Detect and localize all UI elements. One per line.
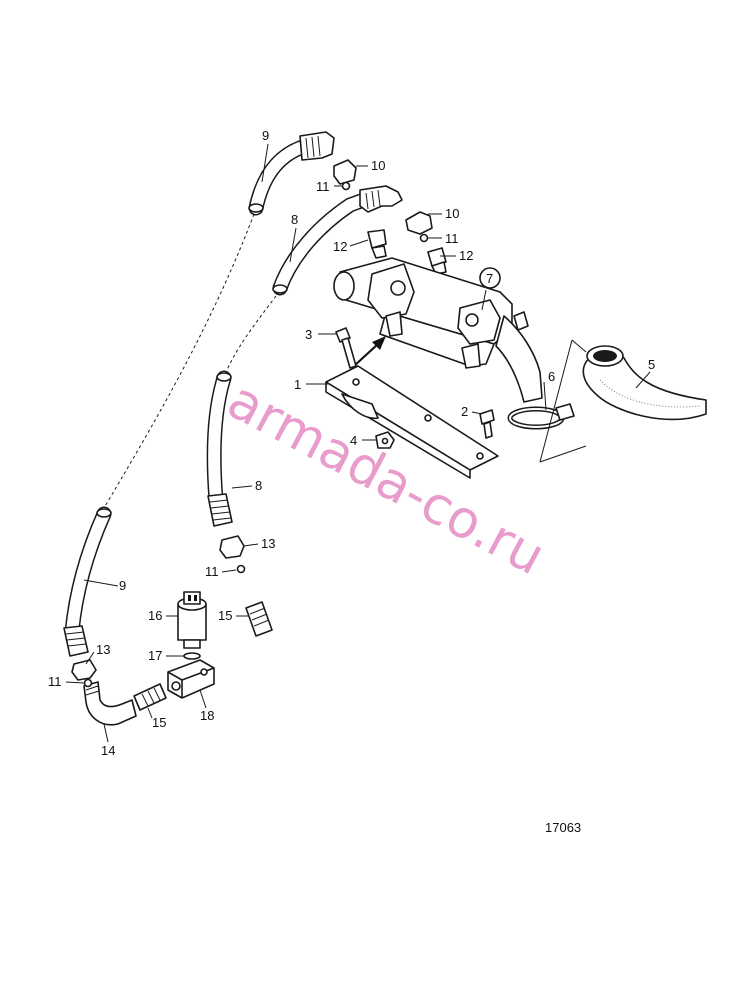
hose-clamp [507, 403, 575, 430]
callout-2: 2 [461, 404, 468, 419]
callout-11-right: 11 [445, 231, 459, 246]
nipple-15-right [245, 601, 273, 637]
pressure-sender-16 [177, 591, 207, 649]
hose-9-lower [63, 506, 112, 657]
callout-17: 17 [148, 648, 162, 663]
callout-9-top: 9 [262, 128, 269, 143]
callout-3: 3 [305, 327, 312, 342]
callout-14: 14 [101, 743, 115, 758]
nut-10-left [333, 159, 357, 191]
nut-13-left [71, 659, 97, 681]
callout-12-right: 12 [459, 248, 473, 263]
callout-16: 16 [148, 608, 162, 623]
callout-15-lower: 15 [152, 715, 166, 730]
callout-13-right: 13 [261, 536, 275, 551]
callout-11-top: 11 [316, 179, 330, 194]
callout-8-lower: 8 [255, 478, 262, 493]
hose-9-upper [248, 131, 335, 216]
hose-8-upper [272, 185, 403, 296]
callout-10-top: 10 [371, 158, 385, 173]
mounting-bracket [325, 365, 499, 479]
t-block-18 [167, 659, 215, 699]
washer-11-d [83, 678, 93, 688]
callout-12-left: 12 [333, 239, 347, 254]
heat-exchanger [333, 257, 543, 403]
hose-5 [582, 345, 707, 421]
nut-13-right [219, 535, 245, 559]
callout-5: 5 [648, 357, 655, 372]
nut-4 [375, 431, 395, 449]
callout-18: 18 [200, 708, 214, 723]
hose-8-lower [206, 370, 233, 527]
callout-9-lower: 9 [119, 578, 126, 593]
callout-4: 4 [350, 433, 357, 448]
nut-10-right [405, 211, 433, 243]
hose-8-continuation [225, 295, 277, 373]
callouts: 9 10 11 8 10 11 12 12 7 3 5 6 1 2 4 8 13… [48, 128, 655, 758]
screw-3 [335, 327, 357, 369]
callout-11-left: 11 [48, 674, 62, 689]
screw-2 [479, 409, 495, 439]
washer-11-c [236, 564, 246, 574]
callout-6: 6 [548, 369, 555, 384]
elbow-14 [83, 681, 137, 726]
assembly-arrow [353, 336, 386, 367]
drawing-number: 17063 [545, 820, 581, 835]
leader-lines [65, 143, 651, 743]
callout-7-circle [479, 267, 501, 289]
callout-10-right: 10 [445, 206, 459, 221]
callout-7: 7 [486, 271, 493, 286]
callout-1: 1 [294, 377, 301, 392]
hose-9-continuation [103, 213, 255, 509]
callout-11-mid: 11 [205, 564, 219, 579]
washer-17 [183, 652, 201, 660]
nipple-15-lower [133, 683, 167, 711]
callout-13-left: 13 [96, 642, 110, 657]
callout-15-right: 15 [218, 608, 232, 623]
callout-8-top: 8 [291, 212, 298, 227]
fitting-12-left [367, 229, 387, 259]
